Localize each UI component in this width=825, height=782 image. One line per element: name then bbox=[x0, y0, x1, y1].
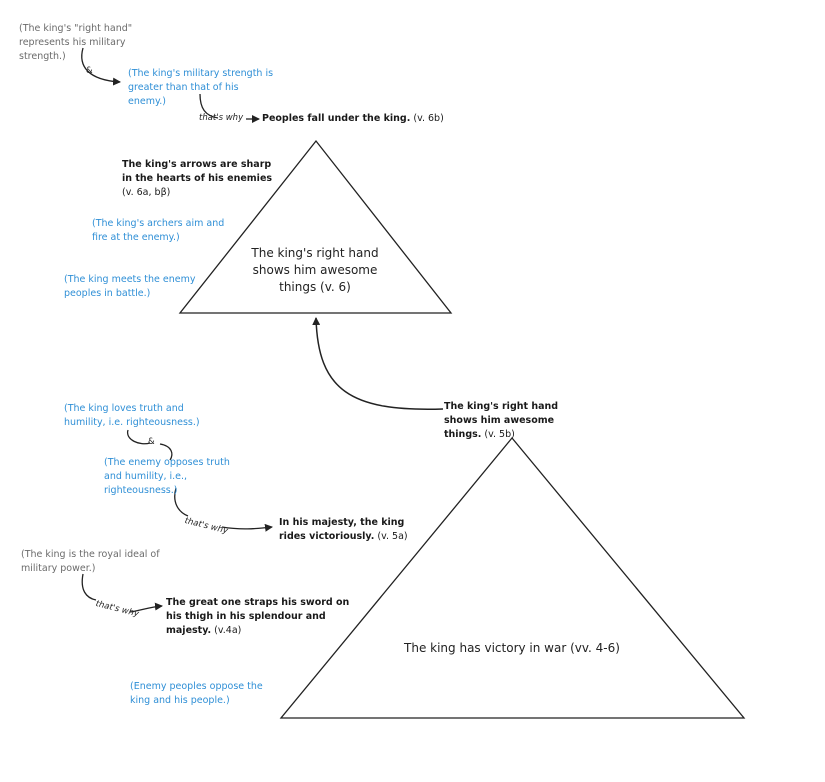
amp-connector-mid: & bbox=[148, 437, 155, 447]
great-one-sword-text: The great one straps his sword on his th… bbox=[166, 597, 350, 636]
arrow-bot-conclusion bbox=[129, 602, 163, 613]
top-triangle-label: The king's right hand shows him awesome … bbox=[251, 246, 379, 294]
connector-mid-3 bbox=[174, 487, 189, 517]
connector-bot-1 bbox=[81, 573, 97, 601]
right-hand-shows: The king's right hand shows him awesome … bbox=[444, 400, 594, 442]
bottom-triangle bbox=[279, 436, 746, 719]
enemy-peoples-oppose: (Enemy peoples oppose the king and his p… bbox=[130, 681, 263, 706]
connector-mid-2 bbox=[159, 443, 173, 461]
great-one-sword-ref: (v.4a) bbox=[214, 625, 242, 636]
premise-right-hand-military: (The king's "right hand" represents his … bbox=[19, 23, 133, 62]
top-triangle bbox=[178, 139, 453, 314]
royal-ideal: (The king is the royal ideal of military… bbox=[21, 549, 160, 574]
right-hand-shows-ref: (v. 5b) bbox=[484, 429, 515, 440]
king-rides-victoriously: In his majesty, the king rides victoriou… bbox=[279, 516, 429, 544]
king-rides-text: In his majesty, the king rides victoriou… bbox=[279, 517, 405, 542]
arrows-sharp-ref: (v. 6a, bβ) bbox=[122, 187, 171, 198]
connector-top-2 bbox=[199, 93, 219, 119]
arrows-sharp-text: The king's arrows are sharp in the heart… bbox=[122, 159, 273, 184]
connector-top-1 bbox=[81, 47, 121, 86]
right-hand-shows-text: The king's right hand shows him awesome … bbox=[444, 401, 559, 440]
meets-enemy: (The king meets the enemy peoples in bat… bbox=[64, 274, 196, 299]
king-rides-ref: (v. 5a) bbox=[377, 531, 408, 542]
conclusion-peoples-fall: Peoples fall under the king. (v. 6b) bbox=[262, 112, 444, 126]
arrow-to-top-triangle bbox=[312, 317, 444, 411]
archers-aim: (The king's archers aim and fire at the … bbox=[92, 218, 225, 243]
thats-why-top: that's why bbox=[199, 113, 244, 123]
amp-connector-top: & bbox=[86, 66, 93, 76]
arrows-sharp: The king's arrows are sharp in the heart… bbox=[122, 158, 282, 200]
great-one-sword: The great one straps his sword on his th… bbox=[166, 596, 351, 638]
connector-mid-1 bbox=[127, 429, 151, 445]
conclusion-peoples-fall-ref: (v. 6b) bbox=[413, 113, 444, 124]
bottom-triangle-label: The king has victory in war (vv. 4-6) bbox=[404, 641, 620, 655]
conclusion-peoples-fall-text: Peoples fall under the king. bbox=[262, 113, 411, 124]
king-loves-truth: (The king loves truth and humility, i.e.… bbox=[64, 403, 200, 428]
premise-military-greater: (The king's military strength is greater… bbox=[128, 68, 274, 107]
enemy-opposes-truth: (The enemy opposes truth and humility, i… bbox=[104, 457, 230, 496]
arrow-mid-conclusion bbox=[221, 523, 273, 532]
